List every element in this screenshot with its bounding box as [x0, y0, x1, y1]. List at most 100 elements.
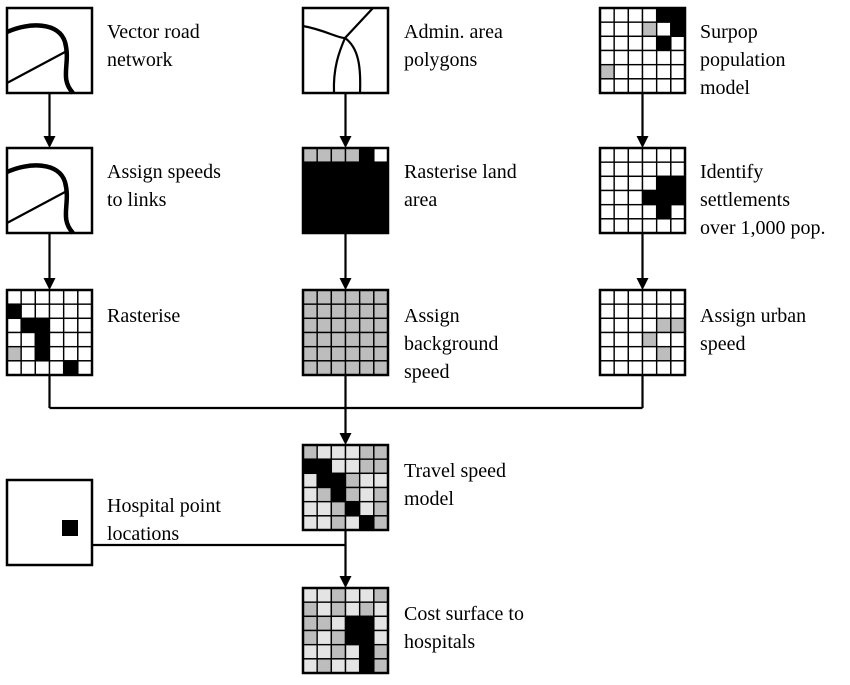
grid-cell: [627, 35, 644, 52]
label-vector-road-network: Vector road network: [107, 21, 200, 71]
land-raster-icon: [301, 146, 390, 235]
grid-cell: [330, 175, 347, 192]
grid-cell: [655, 7, 672, 23]
grid-cell: [20, 345, 37, 362]
grid-cell: [599, 218, 615, 234]
grid-cell: [344, 303, 361, 320]
grid-cell: [358, 500, 375, 517]
grid-cell: [6, 331, 22, 348]
arrow-head: [636, 278, 649, 290]
boundary: [302, 24, 346, 40]
grid-cell: [670, 289, 686, 305]
grid-cell: [34, 345, 51, 362]
grid-cell: [77, 317, 93, 334]
grid-cell: [344, 161, 361, 178]
minor-road: [6, 191, 66, 224]
label-rasterise-land-area: Rasterise land area: [404, 161, 517, 211]
grid-cell: [316, 444, 333, 460]
grid-cell: [316, 289, 333, 305]
grid-cell: [77, 360, 93, 376]
grid-cell: [302, 175, 318, 192]
grid-cell: [48, 360, 65, 376]
grid-cell: [302, 643, 318, 660]
grid-cell: [599, 49, 615, 66]
grid-cell: [373, 189, 389, 206]
grid-cell: [641, 345, 658, 362]
grid-cell: [302, 486, 318, 503]
icon-frame: [5, 6, 94, 95]
grid-cell: [34, 360, 51, 376]
grid-cell: [641, 189, 658, 206]
grid-cell: [20, 289, 37, 305]
grid-cell: [302, 345, 318, 362]
grid-cell: [373, 303, 389, 320]
grid-cell: [670, 147, 686, 163]
grid-cell: [316, 629, 333, 646]
grid-cell: [316, 587, 333, 603]
grid-cell: [613, 189, 630, 206]
grid-cell: [62, 345, 79, 362]
admin-polygon-icon: [301, 6, 390, 95]
grid-cell: [613, 175, 630, 192]
grid-cell: [599, 21, 615, 38]
grid-cell: [62, 360, 79, 376]
grid-cell: [358, 203, 375, 220]
grid-cell: [373, 289, 389, 305]
grid-cell: [302, 317, 318, 334]
minor-road: [6, 51, 66, 84]
grid-cell: [627, 218, 644, 234]
grid-cell: [302, 444, 318, 460]
grid-cell: [77, 289, 93, 305]
grid-cell: [613, 21, 630, 38]
grid-cell: [613, 360, 630, 376]
grid-cell: [373, 486, 389, 503]
grid-cell: [316, 472, 333, 489]
grid-cell: [358, 317, 375, 334]
grid-cell: [77, 331, 93, 348]
grid-cell: [373, 317, 389, 334]
grid-cell: [627, 63, 644, 80]
grid-cell: [627, 147, 644, 163]
grid-cell: [599, 63, 615, 80]
boundary: [344, 7, 374, 39]
grid-cell: [344, 587, 361, 603]
grid-cell: [62, 331, 79, 348]
grid-cell: [77, 345, 93, 362]
grid-cell: [330, 360, 347, 376]
label-assign-background-speed: Assign background speed: [404, 305, 499, 383]
grid-cell: [373, 500, 389, 517]
travel-speed-grid-icon: [301, 443, 390, 532]
grid-cell: [655, 218, 672, 234]
grid-cell: [613, 218, 630, 234]
grid-cell: [655, 78, 672, 94]
grid-cell: [655, 203, 672, 220]
grid-cell: [641, 35, 658, 52]
grid-cell: [655, 303, 672, 320]
grid-cell: [373, 203, 389, 220]
icon-frame: [5, 478, 94, 567]
grid-cell: [613, 303, 630, 320]
grid-cell: [655, 289, 672, 305]
grid-cell: [373, 587, 389, 603]
grid-cell: [670, 203, 686, 220]
grid-cell: [330, 317, 347, 334]
grid-cell: [344, 218, 361, 234]
grid-cell: [613, 345, 630, 362]
grid-cell: [627, 189, 644, 206]
grid-cell: [62, 303, 79, 320]
grid-cell: [373, 472, 389, 489]
grid-cell: [373, 218, 389, 234]
grid-cell: [358, 289, 375, 305]
grid-cell: [373, 345, 389, 362]
grid-cell: [6, 317, 22, 334]
grid-cell: [330, 444, 347, 460]
arrow-head: [339, 576, 352, 588]
grid-cell: [641, 218, 658, 234]
grid-cell: [316, 147, 333, 163]
grid-cell: [20, 360, 37, 376]
grid-cell: [627, 161, 644, 178]
grid-cell: [77, 303, 93, 320]
grid-cell: [330, 500, 347, 517]
grid-cell: [641, 7, 658, 23]
